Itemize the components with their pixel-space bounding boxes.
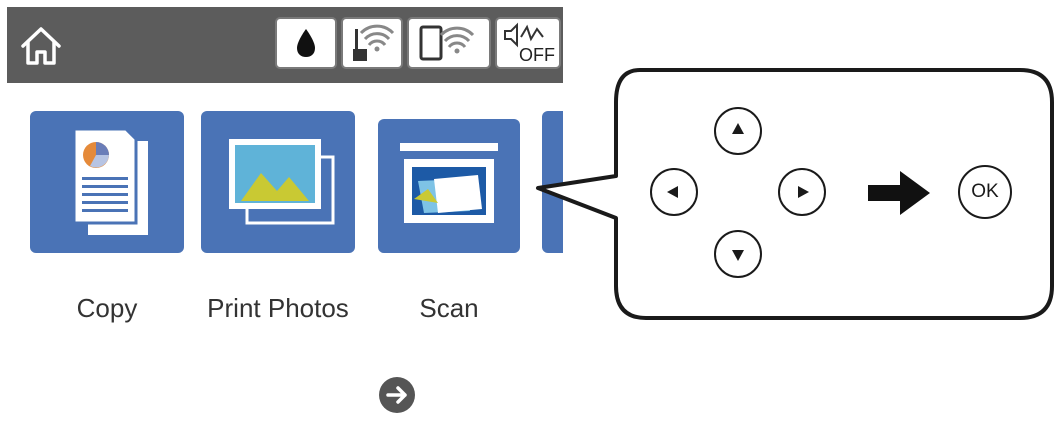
- home-button[interactable]: [13, 19, 69, 71]
- scan-tile[interactable]: [378, 119, 520, 253]
- next-tile-partial[interactable]: [542, 111, 563, 253]
- print-photos-tile[interactable]: [201, 111, 355, 253]
- copy-label: Copy: [76, 293, 138, 323]
- down-triangle-icon: [732, 250, 744, 261]
- ok-label: OK: [971, 181, 999, 202]
- down-key[interactable]: [714, 230, 762, 278]
- sound-off-icon: OFF: [504, 22, 555, 65]
- left-triangle-icon: [667, 186, 678, 198]
- printer-screen: OFF: [7, 7, 563, 425]
- ink-status-button[interactable]: [275, 17, 337, 69]
- right-key[interactable]: [778, 168, 826, 216]
- home-icon: [21, 27, 61, 65]
- print-photos-label: Print Photos: [207, 293, 349, 323]
- ok-key[interactable]: OK: [958, 165, 1012, 219]
- wifi-router-icon: [353, 24, 395, 61]
- sound-off-label: OFF: [519, 45, 555, 65]
- up-key[interactable]: [714, 107, 762, 155]
- wifi-direct-status-button[interactable]: [407, 17, 491, 69]
- left-key[interactable]: [650, 168, 698, 216]
- copy-document-icon: [72, 127, 148, 235]
- arrow-right-icon: [868, 171, 930, 215]
- next-page-button[interactable]: [377, 375, 417, 415]
- arrow-circle-right-icon: [379, 377, 415, 413]
- up-triangle-icon: [732, 123, 744, 134]
- sound-status-button[interactable]: OFF: [495, 17, 561, 69]
- wifi-direct-icon: [419, 25, 475, 61]
- scanner-icon: [400, 143, 498, 223]
- home-menu: Copy Print Photos Scan: [7, 83, 563, 425]
- network-status-button[interactable]: [341, 17, 403, 69]
- right-triangle-icon: [798, 186, 809, 198]
- scan-label: Scan: [419, 293, 479, 323]
- ink-drop-icon: [297, 29, 315, 57]
- photo-icon: [229, 139, 335, 225]
- status-bar: OFF: [7, 7, 563, 83]
- copy-tile[interactable]: [30, 111, 184, 253]
